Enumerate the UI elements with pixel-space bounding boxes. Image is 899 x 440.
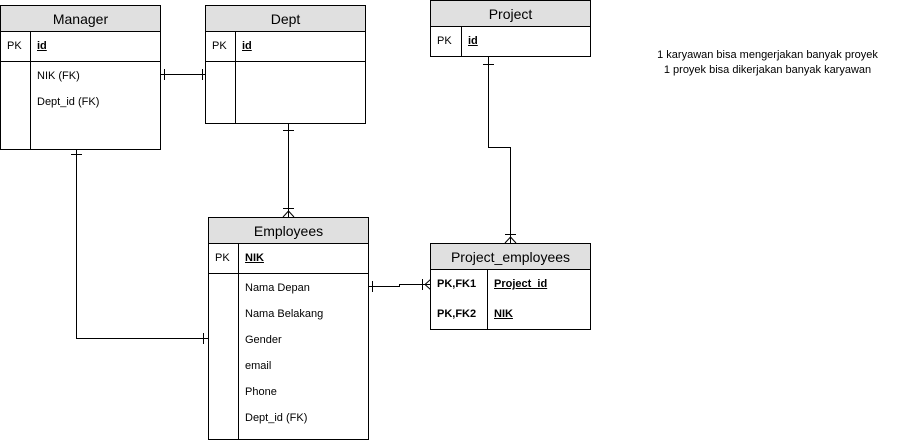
- entity-project-employees-keys: PK,FK1 Project_id PK,FK2 NIK: [431, 270, 590, 329]
- entity-employees-fields: Nama Depan Nama Belakang Gender email Ph…: [209, 274, 368, 439]
- pk-label: PK: [1, 32, 31, 61]
- note-line: 1 proyek bisa dikerjakan banyak karyawan: [663, 64, 872, 76]
- field: email: [245, 360, 272, 372]
- entity-manager-fields: NIK (FK) Dept_id (FK): [1, 62, 160, 149]
- entity-project-title: Project: [431, 1, 590, 27]
- field: Phone: [245, 386, 277, 398]
- entity-dept[interactable]: Dept PK id: [205, 5, 366, 124]
- key-column: [209, 274, 239, 439]
- entity-manager-pk-row: PK id: [1, 32, 160, 62]
- field: Nama Belakang: [245, 308, 324, 320]
- connector-employees-projectemployees: [369, 278, 432, 292]
- pk-field: NIK: [245, 252, 264, 264]
- field: Dept_id (FK): [245, 412, 308, 424]
- field: Dept_id (FK): [37, 96, 100, 108]
- pk-fk-field: NIK: [494, 308, 513, 320]
- connector-manager-dept: [160, 69, 206, 80]
- pk-fk-field: Project_id: [494, 278, 548, 290]
- key-column: [206, 62, 236, 123]
- pk-field: id: [468, 35, 478, 47]
- entity-employees[interactable]: Employees PK NIK Nama Depan Nama Belakan…: [208, 217, 369, 440]
- entity-dept-pk-row: PK id: [206, 32, 365, 62]
- pk-label: PK: [209, 244, 239, 273]
- entity-project-employees[interactable]: Project_employees PK,FK1 Project_id PK,F…: [430, 243, 591, 330]
- entity-project-pk-row: PK id: [431, 27, 590, 56]
- note-line: 1 karyawan bisa mengerjakan banyak proye…: [657, 49, 878, 61]
- cardinality-notes: 1 karyawan bisa mengerjakan banyak proye…: [640, 48, 895, 78]
- entity-employees-title: Employees: [209, 218, 368, 244]
- entity-project[interactable]: Project PK id: [430, 0, 591, 57]
- connector-dept-employees: [282, 124, 295, 218]
- entity-project-employees-title: Project_employees: [431, 244, 590, 270]
- entity-employees-pk-row: PK NIK: [209, 244, 368, 274]
- pk-field: id: [37, 40, 47, 52]
- field: Nama Depan: [245, 282, 310, 294]
- pk-fk-label: PK,FK2: [437, 308, 477, 320]
- field: NIK (FK): [37, 70, 80, 82]
- key-column: [1, 62, 31, 149]
- entity-dept-fields: [206, 62, 365, 123]
- pk-label: PK: [206, 32, 236, 61]
- pk-label: PK: [431, 27, 462, 56]
- connector-manager-employees: [71, 149, 208, 344]
- entity-manager-title: Manager: [1, 6, 160, 32]
- field: Gender: [245, 334, 282, 346]
- pk-field: id: [242, 40, 252, 52]
- pk-fk-label: PK,FK1: [437, 278, 477, 290]
- connector-project-projectemployees: [483, 57, 517, 244]
- entity-manager[interactable]: Manager PK id NIK (FK) Dept_id (FK): [0, 5, 161, 150]
- key-column: [431, 270, 488, 329]
- entity-dept-title: Dept: [206, 6, 365, 32]
